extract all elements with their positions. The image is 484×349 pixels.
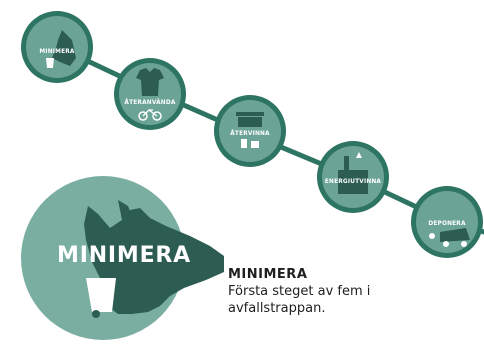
large-hand-icon	[84, 200, 224, 314]
bicycle-icon	[138, 109, 162, 121]
featured-label: MINIMERA	[57, 243, 191, 268]
tshirt-icon	[136, 68, 164, 96]
step-energiutvinna[interactable]: ENERGIUTVINNA	[317, 141, 389, 213]
featured-minimera-disc: MINIMERA	[21, 176, 224, 340]
large-cup-icon	[86, 278, 116, 318]
hand-icon	[52, 30, 76, 66]
caption: MINIMERA Första steget av fem i avfallst…	[228, 267, 428, 317]
factory-icon	[338, 156, 368, 194]
flame-icon	[356, 152, 362, 158]
step-deponera[interactable]: DEPONERA	[411, 186, 483, 258]
cup-icon	[46, 58, 54, 68]
caption-title: MINIMERA	[228, 267, 308, 282]
dump-truck-icon	[429, 228, 470, 247]
step-label-deponera: DEPONERA	[428, 221, 466, 227]
step-label-atervinna: ÅTERVINNA	[230, 130, 270, 137]
step-label-ateranvanda: ÅTERANVÄNDA	[124, 99, 175, 106]
step-label-energiutvinna: ENERGIUTVINNA	[325, 179, 382, 185]
step-ateranvanda[interactable]: ÅTERANVÄNDA	[114, 58, 186, 130]
recycling-bins-icon	[236, 112, 264, 148]
caption-text-line1: Första steget av fem i	[228, 284, 371, 299]
step-label-minimera: MINIMERA	[39, 49, 75, 55]
step-atervinna[interactable]: ÅTERVINNA	[214, 95, 286, 167]
step-minimera[interactable]: MINIMERA	[21, 11, 93, 83]
caption-text-line2: avfallstrappan.	[228, 301, 326, 316]
